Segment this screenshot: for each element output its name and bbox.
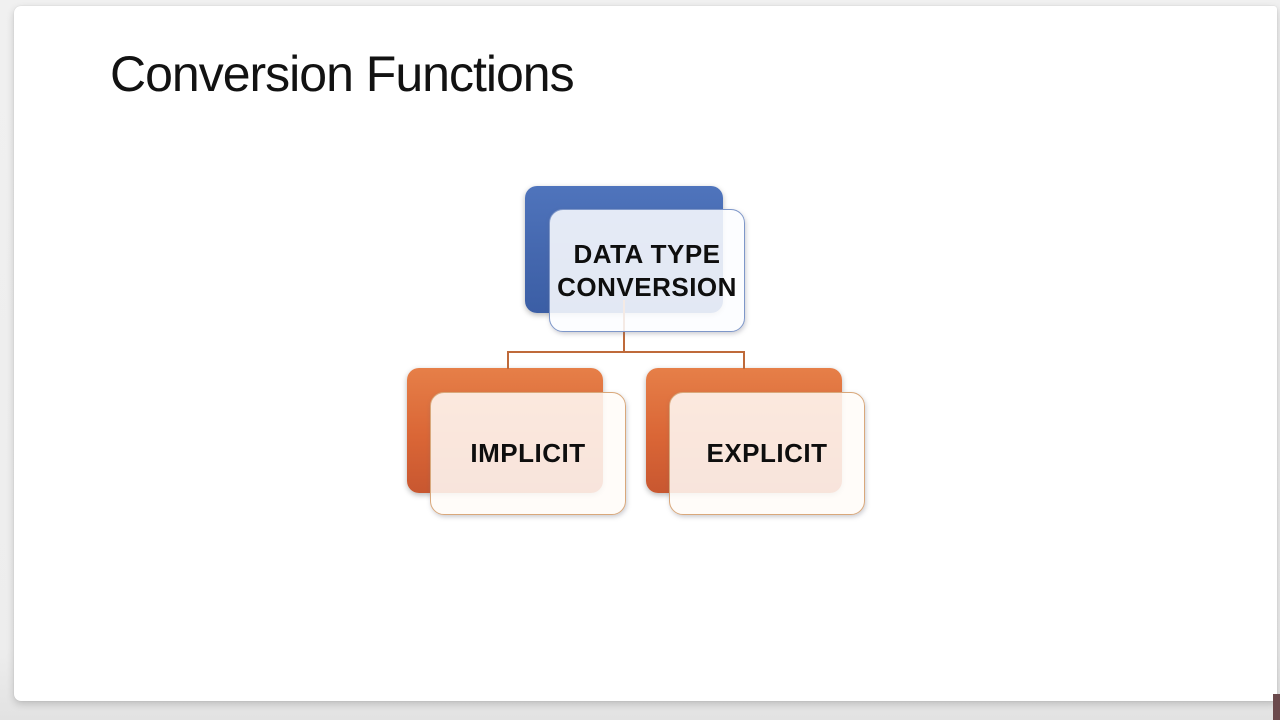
explicit-node-label: EXPLICIT: [706, 438, 828, 468]
corner-sliver-accent: [1273, 694, 1280, 720]
connector-crossbar: [507, 351, 745, 353]
child-node-explicit: EXPLICIT: [669, 392, 865, 515]
slide-title: Conversion Functions: [110, 46, 575, 102]
connector-drop-right: [743, 352, 745, 369]
slide-canvas: [14, 6, 1277, 701]
root-node: DATA TYPE CONVERSION: [549, 209, 745, 332]
implicit-node-label: IMPLICIT: [470, 438, 586, 468]
root-node-label: DATA TYPE CONVERSION: [557, 238, 737, 302]
connector-drop-left: [507, 352, 509, 369]
child-node-implicit: IMPLICIT: [430, 392, 626, 515]
